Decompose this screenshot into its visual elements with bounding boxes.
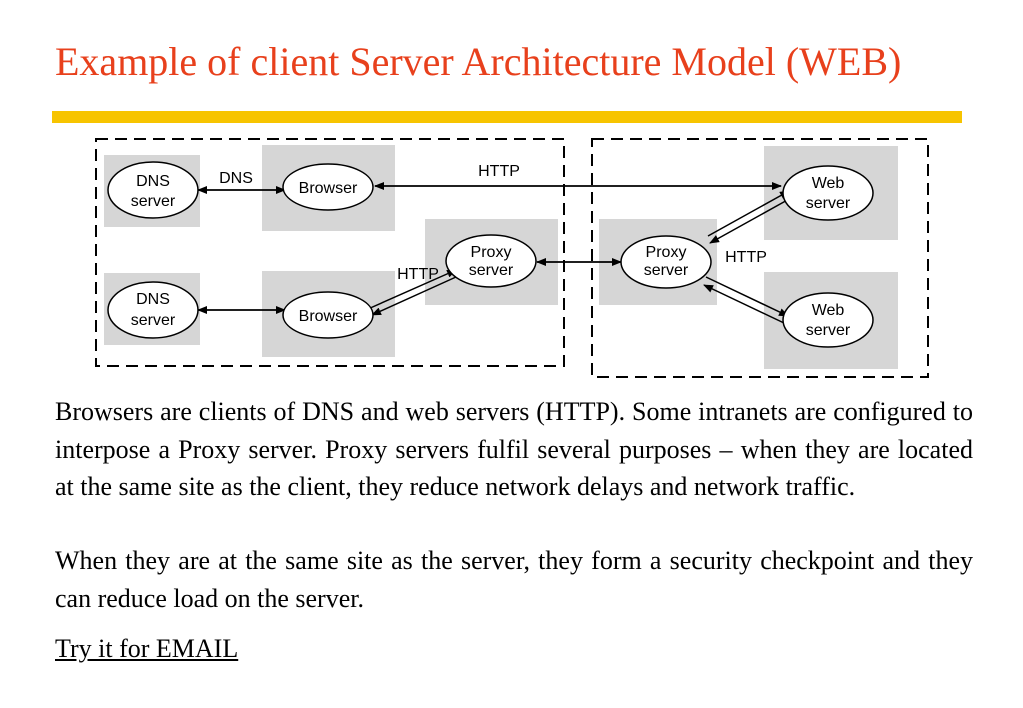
dns-server-2-label-line1: DNS — [136, 291, 170, 308]
dns-server-2-node — [107, 281, 199, 339]
http-browser-proxy-arrow-up — [367, 269, 457, 310]
web-server-1-node — [782, 165, 874, 221]
proxy-server-label-line2: server — [644, 262, 689, 279]
browser-2-node — [282, 291, 374, 339]
http-browser-proxy-arrow-down — [371, 276, 457, 316]
title-underline-bar — [52, 111, 962, 123]
http-proxy-web1-arrow-up — [707, 190, 790, 237]
edge-label-http-top: HTTP — [478, 163, 520, 180]
dns-server-2-label-line2: server — [131, 312, 176, 329]
edge-label-http-proxy: HTTP — [397, 266, 439, 283]
dns-server-1-label-line2: server — [131, 193, 176, 210]
slide-title: Example of client Server Architecture Mo… — [55, 39, 902, 84]
dns-server-1-label-line1: DNS — [136, 173, 170, 190]
web-server-2-label-line2: server — [806, 322, 851, 339]
browser-1-node — [282, 163, 374, 211]
proxy-client-label-line2: server — [469, 262, 514, 279]
dns-server-1-node — [107, 161, 199, 219]
edge-label-dns: DNS — [219, 170, 253, 187]
proxy-client-label-line1: Proxy — [471, 244, 512, 261]
proxy-server-node — [620, 235, 712, 289]
proxy-server-label-line1: Proxy — [646, 244, 687, 261]
browser-1-label: Browser — [299, 180, 358, 197]
web-server-1-label-line2: server — [806, 195, 851, 212]
http-proxy-web2-arrow-up — [703, 284, 785, 324]
web-server-1-label-line1: Web — [812, 175, 845, 192]
try-email-link[interactable]: Try it for EMAIL — [55, 634, 239, 663]
explanation-paragraph-2: When they are at the same site as the se… — [55, 546, 973, 613]
client-site-boundary — [95, 138, 565, 367]
http-proxy-web2-arrow-down — [705, 276, 789, 317]
proxy-client-node — [445, 234, 537, 288]
browser-2-label: Browser — [299, 308, 358, 325]
edge-label-http-web: HTTP — [725, 249, 767, 266]
web-server-2-label-line1: Web — [812, 302, 845, 319]
explanation-paragraph-1: Browsers are clients of DNS and web serv… — [55, 397, 973, 501]
http-proxy-web1-arrow-down — [709, 197, 792, 244]
web-server-2-node — [782, 292, 874, 348]
